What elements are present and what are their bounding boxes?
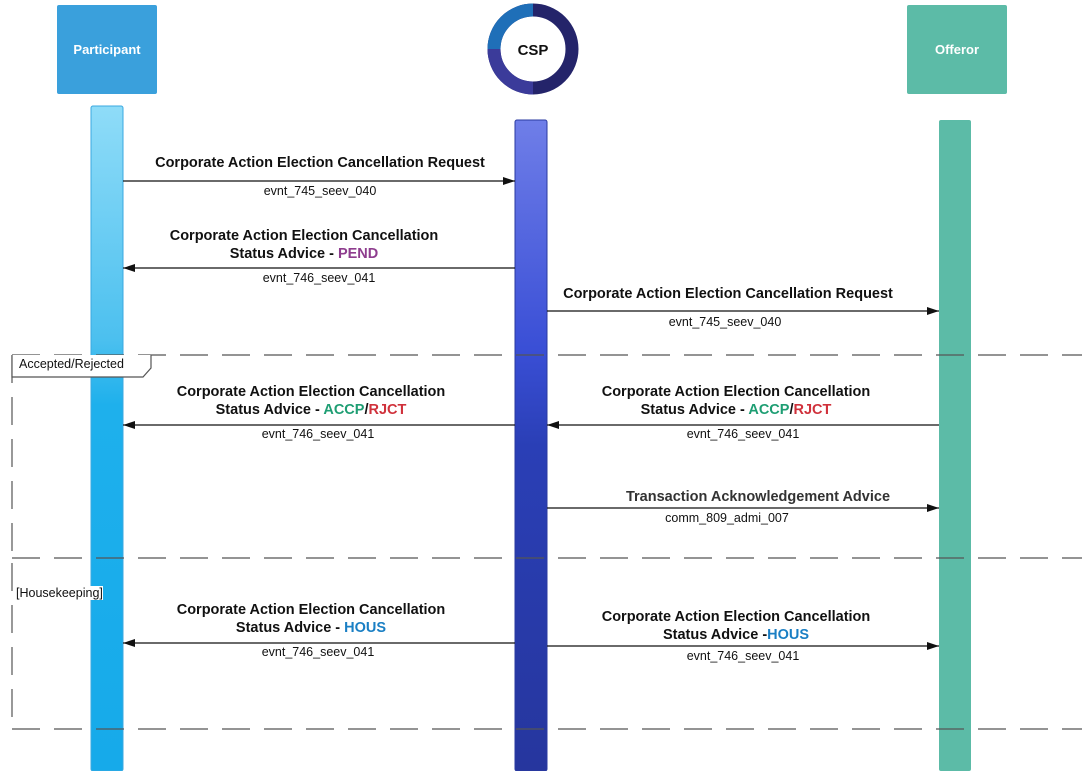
message-8-title: Corporate Action Election Cancellation S… [536,608,936,644]
actor-participant: Participant [57,5,157,94]
message-7-line2: Status Advice - HOUS [111,619,511,637]
message-3-title: Corporate Action Election Cancellation R… [528,285,928,303]
actor-csp-label: CSP [517,41,549,59]
actor-offeror: Offeror [907,5,1007,94]
offeror-lifeline [939,120,971,771]
status-accp: ACCP [748,402,790,418]
message-8-prefix: Status Advice - [662,627,768,643]
csp-logo-icon [487,3,579,95]
status-accp: ACCP [323,402,365,418]
frame-accepted-rejected [11,354,1082,559]
message-6-code: comm_809_admi_007 [665,511,789,525]
csp-lifeline [514,119,548,771]
actor-csp: CSP [483,5,583,95]
message-4-prefix: Status Advice - [215,402,324,418]
message-6-title: Transaction Acknowledgement Advice [558,488,958,506]
status-rjct: RJCT [368,402,407,418]
message-1-title: Corporate Action Election Cancellation R… [120,154,520,172]
message-1-line1: Corporate Action Election Cancellation R… [155,155,485,171]
message-7-prefix: Status Advice - [235,620,345,636]
status-rjct: RJCT [793,402,832,418]
actor-participant-label: Participant [73,42,141,57]
message-5-line1: Corporate Action Election Cancellation [601,384,871,400]
message-2-title: Corporate Action Election Cancellation S… [104,227,504,263]
actor-offeror-label: Offeror [934,42,980,57]
frame-label-accepted-rejected: Accepted/Rejected [19,357,124,371]
message-8-code: evnt_746_seev_041 [686,649,800,663]
message-2-prefix: Status Advice - [229,246,338,262]
participant-lifeline [90,105,124,771]
message-5-title: Corporate Action Election Cancellation S… [536,383,936,419]
message-4-line2: Status Advice - ACCP/RJCT [111,401,511,419]
message-2-line2: Status Advice - PEND [104,245,504,263]
message-7-line1: Corporate Action Election Cancellation [176,602,446,618]
message-2-line1: Corporate Action Election Cancellation [169,228,439,244]
message-6-line1: Transaction Acknowledgement Advice [625,489,891,505]
status-hous: HOUS [344,620,387,636]
frame-label-housekeeping: [Housekeeping] [16,586,103,600]
message-2-code: evnt_746_seev_041 [262,271,376,285]
message-7-code: evnt_746_seev_041 [261,645,375,659]
message-5-prefix: Status Advice - [640,402,749,418]
status-separator: / [789,402,794,418]
status-hous: HOUS [767,627,810,643]
message-8-line1: Corporate Action Election Cancellation [601,609,871,625]
status-pend: PEND [337,246,379,262]
message-1-code: evnt_745_seev_040 [263,184,377,198]
message-3-code: evnt_745_seev_040 [668,315,782,329]
message-4-line1: Corporate Action Election Cancellation [176,384,446,400]
frame-housekeeping [11,563,1082,730]
message-3-line1: Corporate Action Election Cancellation R… [563,286,893,302]
frame-accepted-rejected-tab [11,355,152,378]
message-7-title: Corporate Action Election Cancellation S… [111,601,511,637]
message-4-title: Corporate Action Election Cancellation S… [111,383,511,419]
message-5-code: evnt_746_seev_041 [686,427,800,441]
message-5-line2: Status Advice - ACCP/RJCT [536,401,936,419]
status-separator: / [364,402,369,418]
message-8-line2: Status Advice -HOUS [536,626,936,644]
message-4-code: evnt_746_seev_041 [261,427,375,441]
